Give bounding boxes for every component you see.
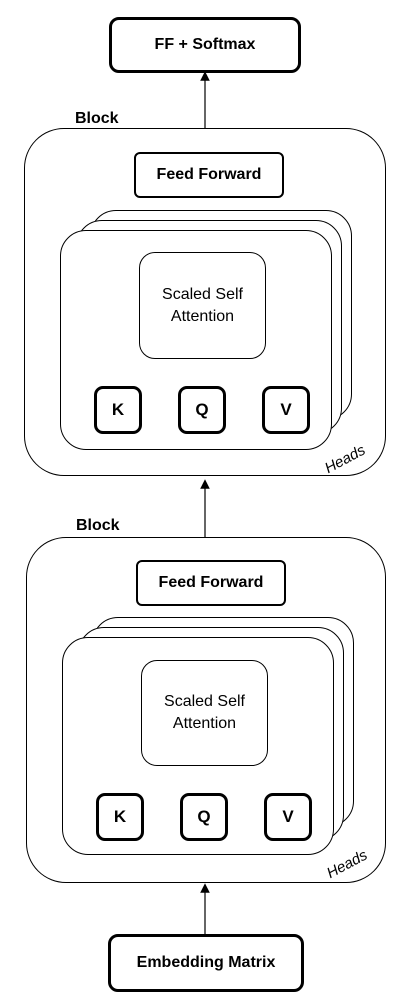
block-2-title: Block	[76, 517, 120, 534]
block-2-feed-forward-label: Feed Forward	[158, 574, 264, 591]
input-box-embedding-matrix: Embedding Matrix	[108, 934, 304, 992]
block-2-key-box: K	[96, 793, 144, 841]
block-1-value-box: V	[262, 386, 310, 434]
input-box-label: Embedding Matrix	[136, 954, 276, 971]
block-1-key-box: K	[94, 386, 142, 434]
block-2-value-box: V	[264, 793, 312, 841]
output-box-label: FF + Softmax	[154, 36, 256, 53]
output-box-ff-softmax: FF + Softmax	[109, 17, 301, 73]
block-2-feed-forward: Feed Forward	[136, 560, 286, 606]
block-1-feed-forward-label: Feed Forward	[156, 166, 262, 183]
block-1-scaled-self-attention: Scaled Self Attention	[139, 252, 266, 359]
block-1-feed-forward: Feed Forward	[134, 152, 284, 198]
block-2-query-box: Q	[180, 793, 228, 841]
block-2-scaled-self-attention: Scaled Self Attention	[141, 660, 268, 766]
block-1-title: Block	[75, 110, 119, 127]
block-1-query-box: Q	[178, 386, 226, 434]
